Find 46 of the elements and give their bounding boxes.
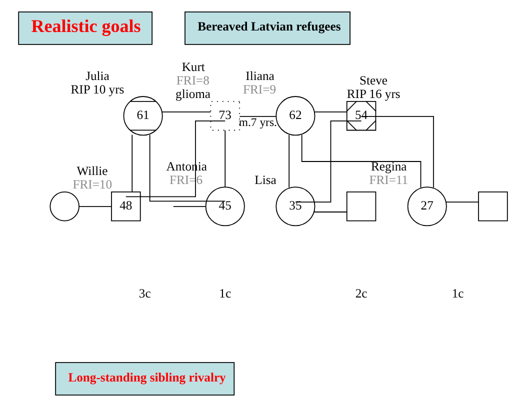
connector [288,134,290,188]
node-label: FRI=8 [176,73,210,88]
node-label: FRI=11 [369,172,408,187]
node-label: Willie [76,164,108,178]
node-label: Julia [86,68,110,83]
connector [295,120,362,203]
node-box: Realistic goals [18,11,153,45]
connector [132,134,133,192]
node-box: Long-standing sibling rivalry [55,362,235,396]
node-label: Iliana [246,68,274,83]
node-box [478,192,508,222]
node-circle: 27 [407,186,447,226]
node-label: Lisa [254,172,276,187]
connector [360,116,434,188]
node-label: RIP 16 yrs [346,86,400,101]
connector [149,134,226,202]
node-box: Bereaved Latvian refugees [184,11,350,45]
node-circle: 35 [276,186,316,226]
connector [239,116,277,117]
node-label: glioma [176,86,211,101]
connector [78,206,112,208]
node-label: Kurt [182,60,205,74]
node-circle [50,192,80,222]
node-box [346,192,376,222]
connector [445,202,479,203]
node-label: FRI=9 [242,82,276,96]
node-box: 48 [111,192,141,222]
label: 1c [219,286,232,300]
node-circle: 61 [123,96,163,136]
label: 2c [355,286,368,300]
connector [125,120,226,198]
node-label: FRI=10 [72,178,112,192]
node-circle: 45 [205,186,245,226]
node-label: RIP 10 yrs [70,82,124,96]
connector [301,134,422,188]
label: 1c [452,286,464,300]
connector [162,111,211,112]
connector [314,111,347,112]
label: 3c [138,286,151,300]
node-circle: 62 [276,96,316,136]
node-label: Regina [371,159,407,174]
connector [224,130,226,188]
node-box: 73 [210,100,240,131]
edge-label: m.7 yrs. [238,116,277,129]
connector [172,206,206,208]
node-label: Steve [359,73,388,88]
